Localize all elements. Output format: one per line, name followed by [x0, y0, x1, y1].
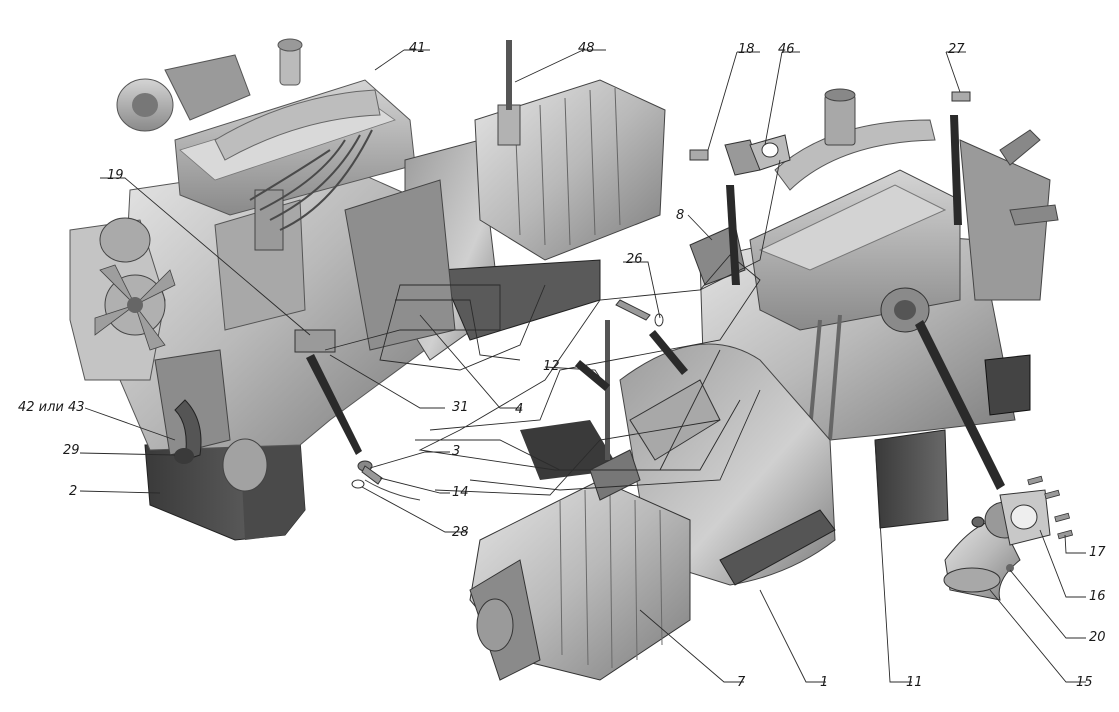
callout-8[interactable]: 8 [676, 208, 685, 223]
callout-12[interactable]: 12 [543, 359, 560, 374]
callout-20[interactable]: 20 [1089, 630, 1106, 645]
callout-14[interactable]: 14 [452, 485, 469, 500]
right-gearbox [469, 320, 721, 681]
callout-48[interactable]: 48 [578, 41, 595, 56]
callout-4[interactable]: 4 [515, 402, 524, 417]
callout-19[interactable]: 19 [107, 168, 124, 183]
callout-27[interactable]: 27 [948, 42, 965, 57]
callout-46[interactable]: 46 [778, 42, 795, 57]
callout-29[interactable]: 29 [63, 443, 80, 458]
callout-41[interactable]: 41 [409, 41, 426, 56]
callout-2[interactable]: 2 [69, 484, 78, 499]
left-engine-assembly [69, 38, 666, 541]
callout-15[interactable]: 15 [1076, 675, 1093, 690]
left-exploded-parts [306, 354, 421, 501]
callout-7[interactable]: 7 [737, 675, 746, 690]
callout-16[interactable]: 16 [1089, 589, 1106, 604]
callout-18[interactable]: 18 [738, 42, 755, 57]
callout-26[interactable]: 26 [626, 252, 643, 267]
callout-31[interactable]: 31 [452, 400, 469, 415]
exhaust-elbow-exploded [915, 320, 1074, 601]
callout-11[interactable]: 11 [906, 675, 923, 690]
callout-1[interactable]: 1 [820, 675, 829, 690]
callout-42-or-43[interactable]: 42 или 43 [18, 400, 85, 415]
callout-17[interactable]: 17 [1089, 545, 1106, 560]
leader-lines [79, 49, 1086, 683]
callout-28[interactable]: 28 [452, 525, 469, 540]
callout-3[interactable]: 3 [452, 444, 461, 459]
